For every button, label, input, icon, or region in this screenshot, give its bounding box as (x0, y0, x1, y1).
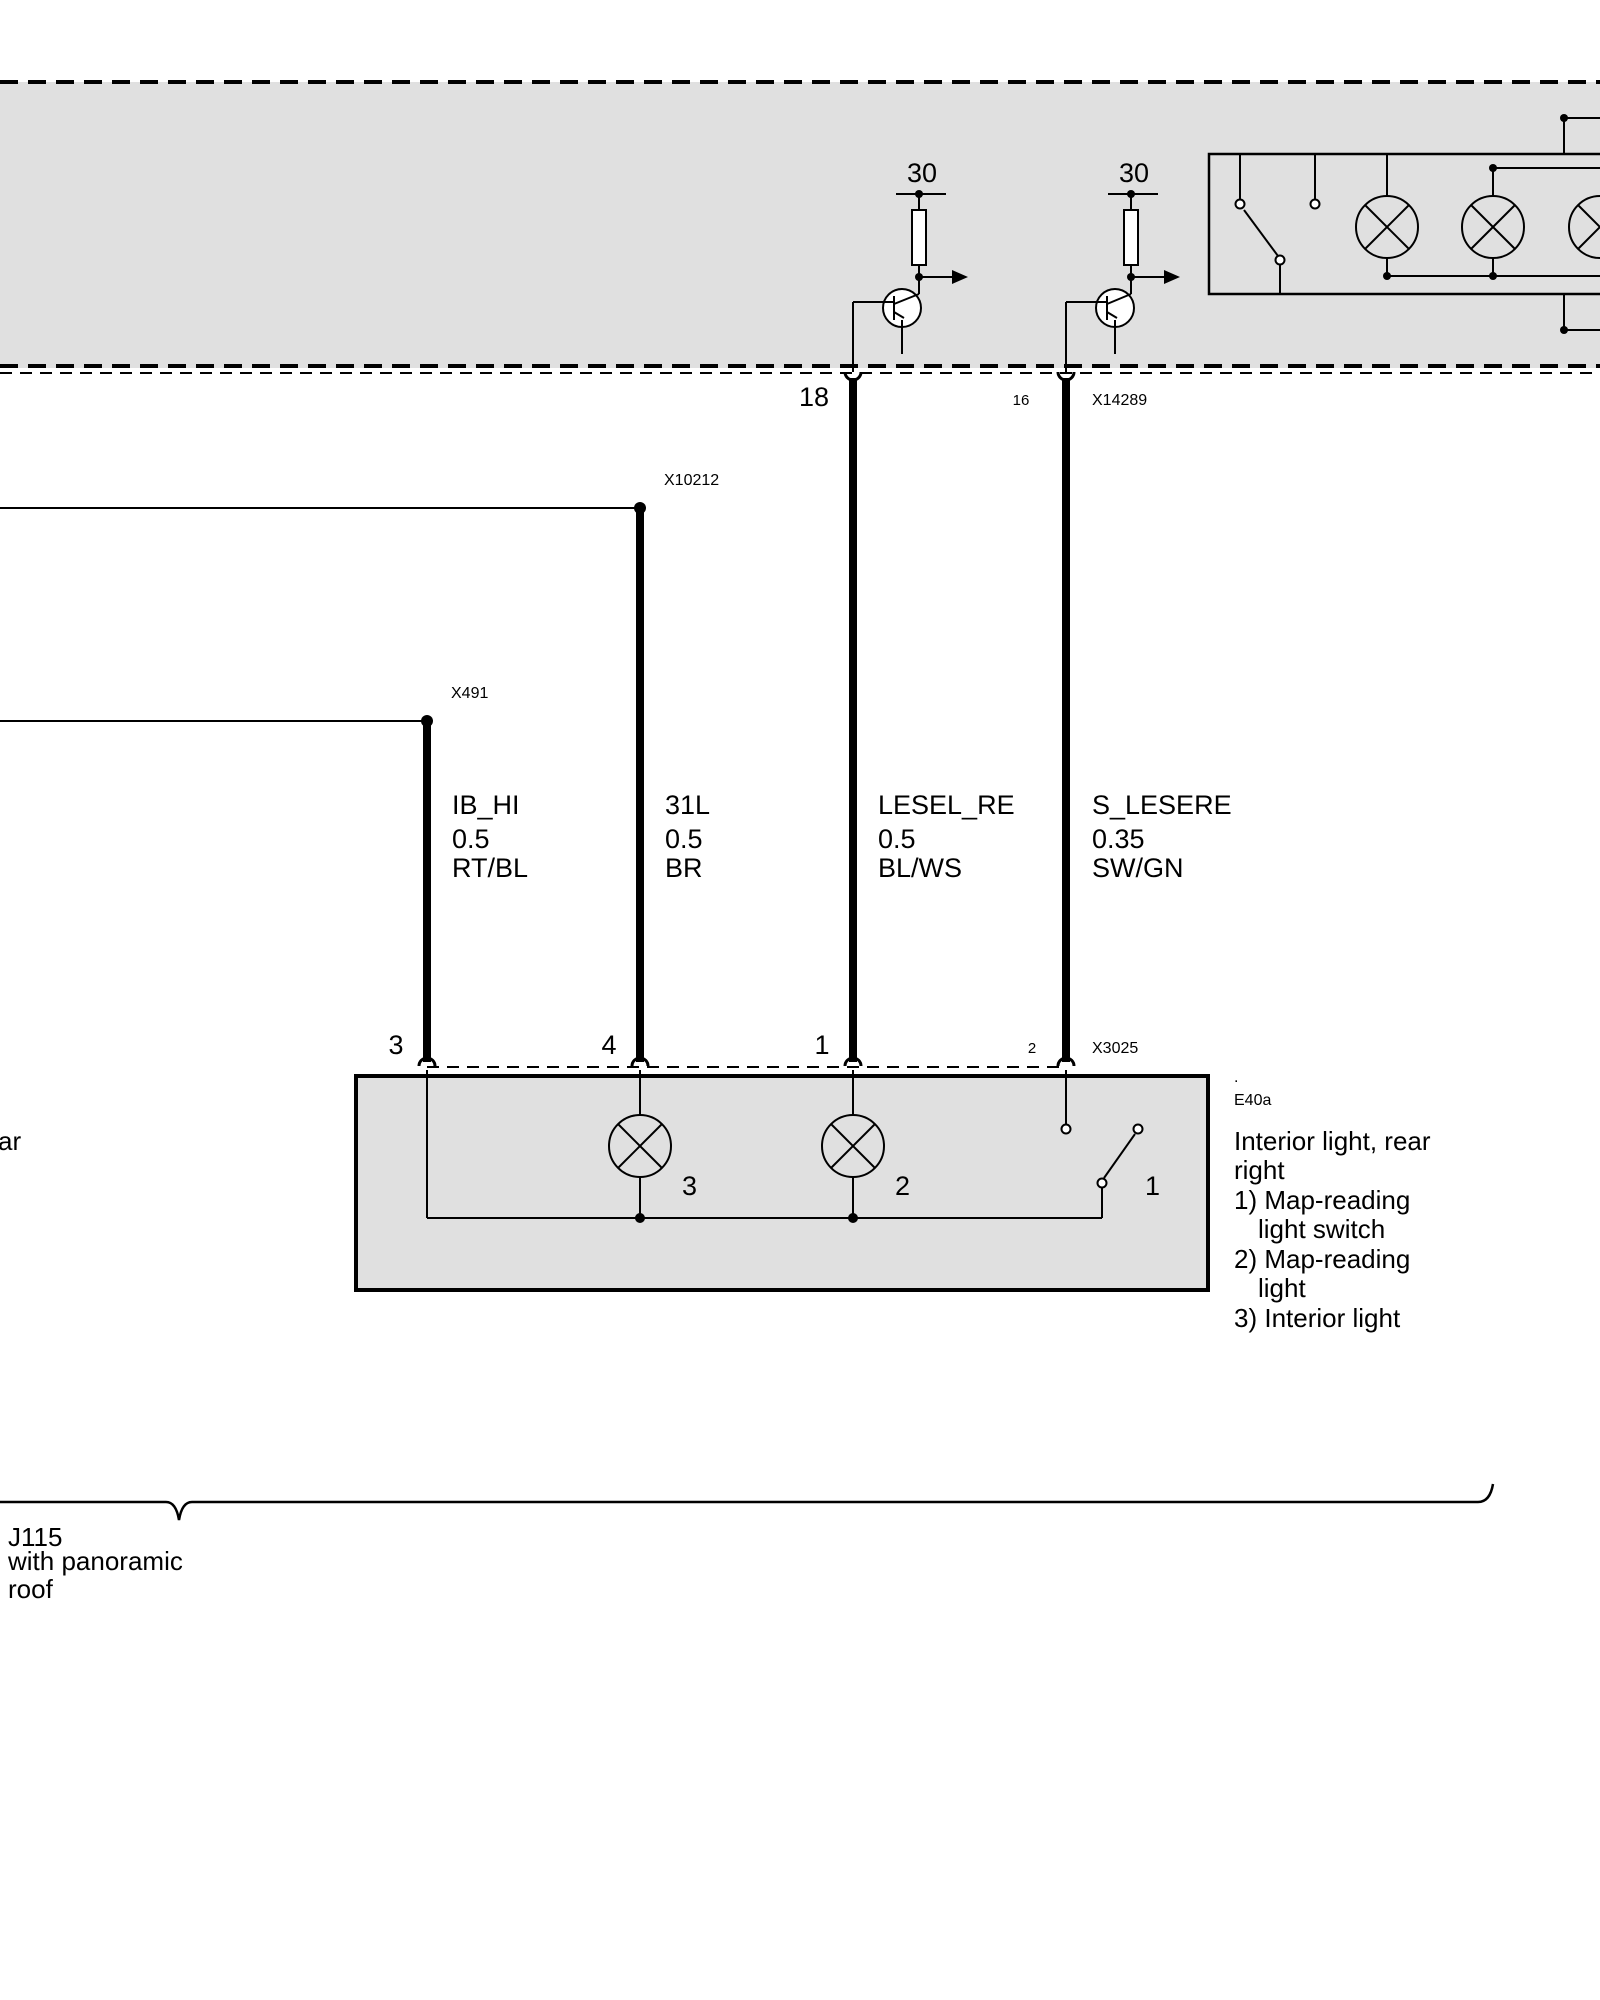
map-reading-switch-icon (1060, 1070, 1144, 1218)
svg-text:RT/BL: RT/BL (452, 853, 528, 883)
svg-text:Interior light, rear: Interior light, rear (1234, 1126, 1431, 1156)
wire-label-s-lesere: S_LESERE 0.35 SW/GN (1092, 790, 1232, 883)
svg-text:S_LESERE: S_LESERE (1092, 790, 1232, 820)
svg-text:right: right (1234, 1155, 1285, 1185)
pin-label-18: 18 (799, 382, 829, 412)
connector-label-x14289: X14289 (1092, 392, 1147, 409)
component-e40a: 3 2 1 (354, 1070, 1210, 1292)
variant-code: J115 (8, 1522, 62, 1552)
lower-connector: 3 4 1 2 X3025 (388, 1030, 1138, 1068)
output-arrow-icon (952, 270, 968, 284)
pin-label-3: 3 (388, 1030, 403, 1060)
svg-text:1) Map-reading: 1) Map-reading (1234, 1185, 1410, 1215)
svg-text:31L: 31L (665, 790, 710, 820)
left-fragment-text: ar (0, 1126, 21, 1156)
resistor-left (911, 209, 927, 266)
wire-label-ib-hi: IB_HI 0.5 RT/BL (452, 790, 528, 883)
svg-text:light: light (1258, 1273, 1306, 1303)
svg-text:BR: BR (665, 853, 703, 883)
svg-text:BL/WS: BL/WS (878, 853, 962, 883)
partial-component-top-right (1207, 114, 1600, 334)
item-label-3: 3 (682, 1171, 697, 1201)
resistor-right (1123, 209, 1139, 266)
item-label-2: 2 (895, 1171, 910, 1201)
svg-text:0.35: 0.35 (1092, 824, 1145, 854)
pin-label-16: 16 (1013, 392, 1030, 409)
pin-label-1: 1 (814, 1030, 829, 1060)
item-label-1: 1 (1145, 1171, 1160, 1201)
svg-text:.: . (1234, 1069, 1238, 1086)
svg-text:0.5: 0.5 (452, 824, 490, 854)
connector-label-x491: X491 (451, 685, 488, 702)
wire-harness (423, 378, 1070, 1062)
svg-text:with panoramic: with panoramic (7, 1546, 183, 1576)
connector-label-x3025: X3025 (1092, 1040, 1138, 1057)
feed-wires: X10212 X491 (0, 472, 719, 727)
variant-brace: J115 with panoramic roof (0, 1483, 1495, 1604)
svg-text:LESEL_RE: LESEL_RE (878, 790, 1015, 820)
pin-label-2: 2 (1028, 1040, 1036, 1057)
supply-label-right: 30 (1119, 158, 1149, 188)
connector-label-x10212: X10212 (664, 472, 719, 489)
control-unit-upper (0, 80, 1600, 374)
wire-label-lesel-re: LESEL_RE 0.5 BL/WS (878, 790, 1015, 883)
driver-stage-right: 30 (1065, 158, 1180, 372)
svg-text:3) Interior light: 3) Interior light (1234, 1303, 1401, 1333)
svg-text:2) Map-reading: 2) Map-reading (1234, 1244, 1410, 1274)
driver-stage-left: 30 (852, 158, 968, 372)
svg-text:0.5: 0.5 (665, 824, 703, 854)
svg-text:IB_HI: IB_HI (452, 790, 520, 820)
svg-text:SW/GN: SW/GN (1092, 853, 1184, 883)
svg-text:light switch: light switch (1258, 1214, 1385, 1244)
supply-label-left: 30 (907, 158, 937, 188)
svg-text:0.5: 0.5 (878, 824, 916, 854)
upper-pin-arcs (843, 371, 1076, 382)
component-description: . E40a Interior light, rear right 1) Map… (1234, 1069, 1431, 1333)
component-id: E40a (1234, 1092, 1271, 1109)
lamp-icon (1568, 195, 1600, 259)
wire-label-31l: 31L 0.5 BR (665, 790, 710, 883)
pin-label-4: 4 (601, 1030, 616, 1060)
svg-text:roof: roof (8, 1574, 54, 1604)
output-arrow-icon (1164, 270, 1180, 284)
